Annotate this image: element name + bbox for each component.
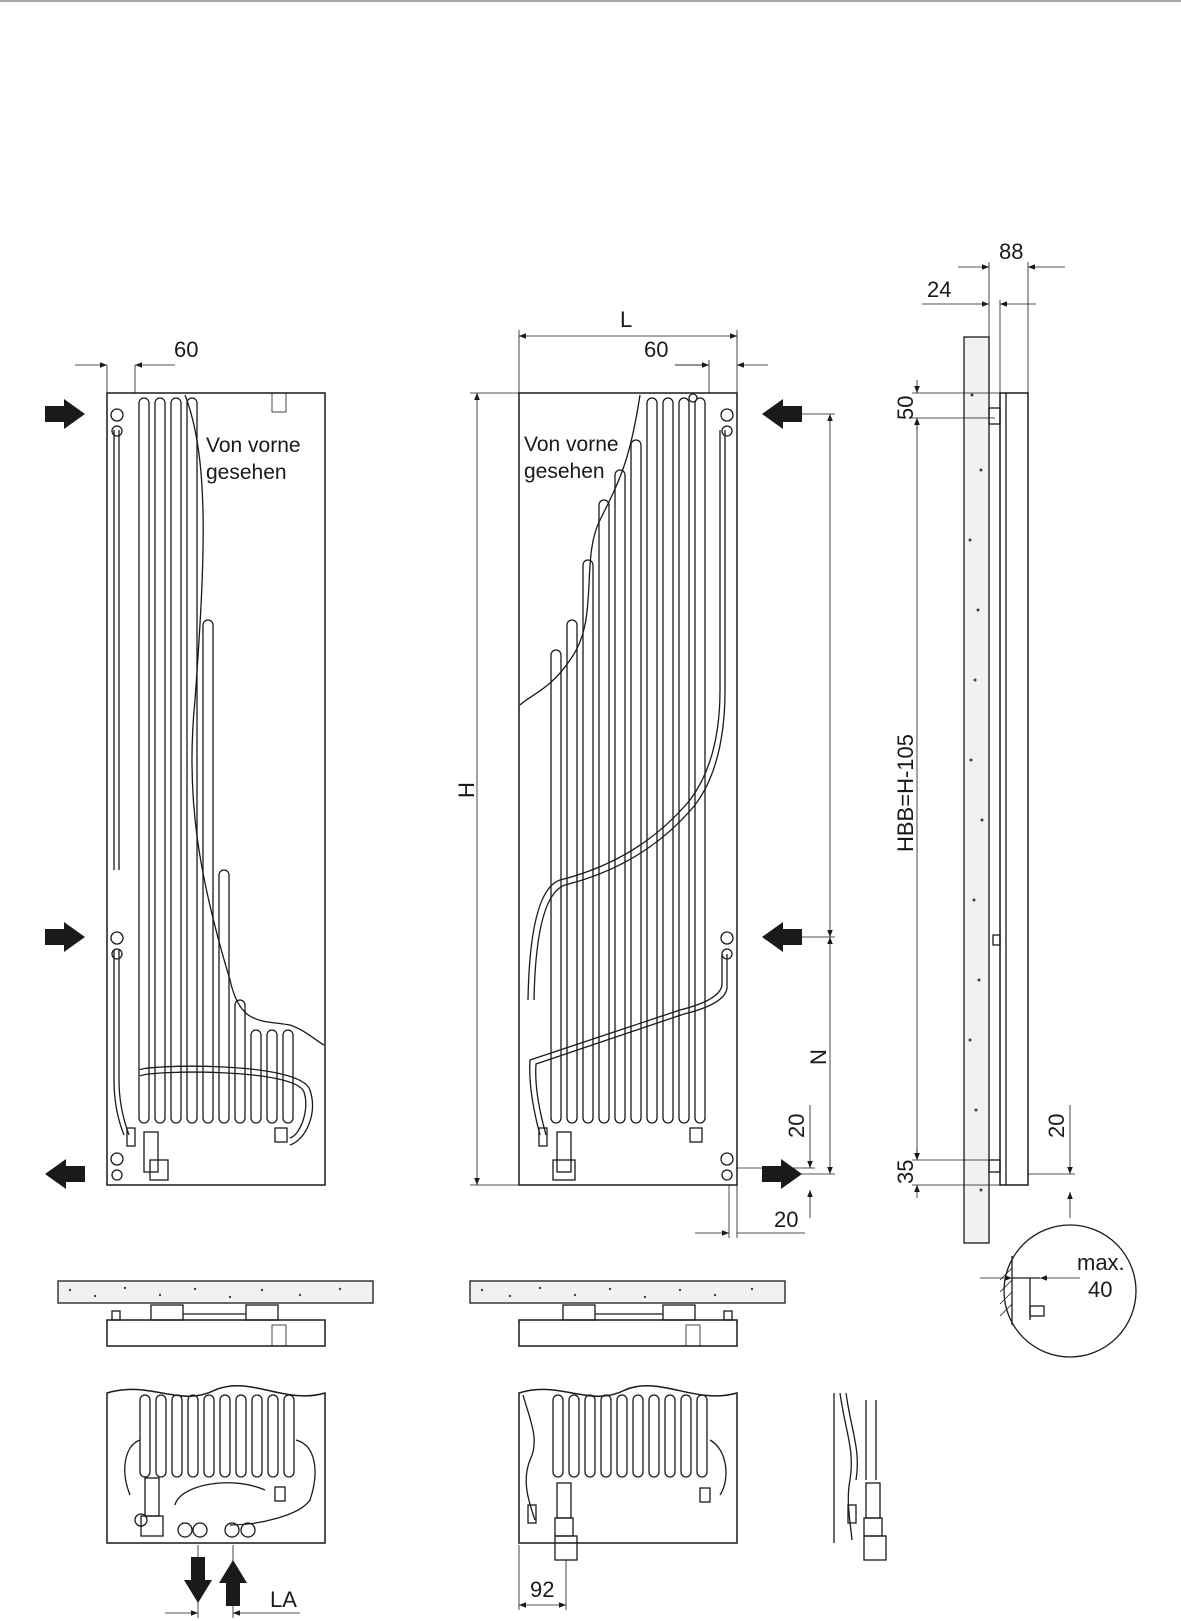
side-dim-35: 35 <box>893 1160 918 1184</box>
side-dim-20: 20 <box>1044 1114 1069 1138</box>
left-arrow-in-top <box>45 399 85 429</box>
right-cut-line <box>519 394 641 706</box>
left-tubes <box>138 397 294 1124</box>
detail-label-40: 40 <box>1088 1277 1112 1302</box>
right-fittings <box>538 393 734 1181</box>
left-dim-60: 60 <box>174 337 198 362</box>
left-front-view: Von vorne gesehen 60 <box>45 337 326 1189</box>
left-tab <box>271 392 287 413</box>
side-dim-hbb: HBB=H-105 <box>893 734 918 852</box>
right-dim-L: L <box>620 307 632 332</box>
left-fittings <box>110 408 288 1181</box>
left-caption-1: Von vorne <box>206 434 301 457</box>
side-wall <box>963 336 990 1244</box>
bottom-middle-detail: 92 <box>518 1385 738 1610</box>
side-wall-speckles <box>968 393 984 1192</box>
left-arrow-out-bottom <box>45 1159 85 1189</box>
left-cut-line <box>184 394 325 1046</box>
left-arrow-in-mid <box>45 922 85 952</box>
right-arrow-top <box>762 399 802 429</box>
right-dim-N: N <box>806 1049 831 1065</box>
right-dim-H: H <box>454 782 479 798</box>
right-caption-2: gesehen <box>524 460 605 483</box>
right-panel <box>518 392 738 1186</box>
right-dim-20-vertical: 20 <box>784 1114 809 1138</box>
left-supply-pipe <box>113 430 120 870</box>
right-dim-20-horizontal: 20 <box>774 1207 798 1232</box>
left-panel <box>106 392 326 1186</box>
bottom-dim-92: 92 <box>530 1577 554 1602</box>
side-dim-24: 24 <box>927 277 951 302</box>
detail-circle: max. 40 <box>980 1224 1137 1358</box>
left-caption-2: gesehen <box>206 461 287 484</box>
right-dim-60: 60 <box>644 337 668 362</box>
side-dim-50: 50 <box>893 396 918 420</box>
left-plan-view <box>57 1280 374 1347</box>
right-caption-1: Von vorne <box>524 433 619 456</box>
right-arrow-bottom <box>762 1159 802 1189</box>
bottom-dim-LA: LA <box>270 1587 297 1612</box>
right-front-view: Von vorne gesehen L 60 H N 20 20 <box>454 307 835 1238</box>
detail-label-max: max. <box>1077 1250 1125 1275</box>
right-plan-view <box>469 1280 786 1347</box>
side-view: 88 24 50 HBB=H-105 35 20 <box>893 239 1075 1244</box>
side-dim-88: 88 <box>999 239 1023 264</box>
right-arrow-mid <box>762 922 802 952</box>
side-radiator <box>999 392 1029 1186</box>
bottom-left-detail: LA <box>106 1385 326 1618</box>
bottom-right-detail <box>833 1392 887 1561</box>
